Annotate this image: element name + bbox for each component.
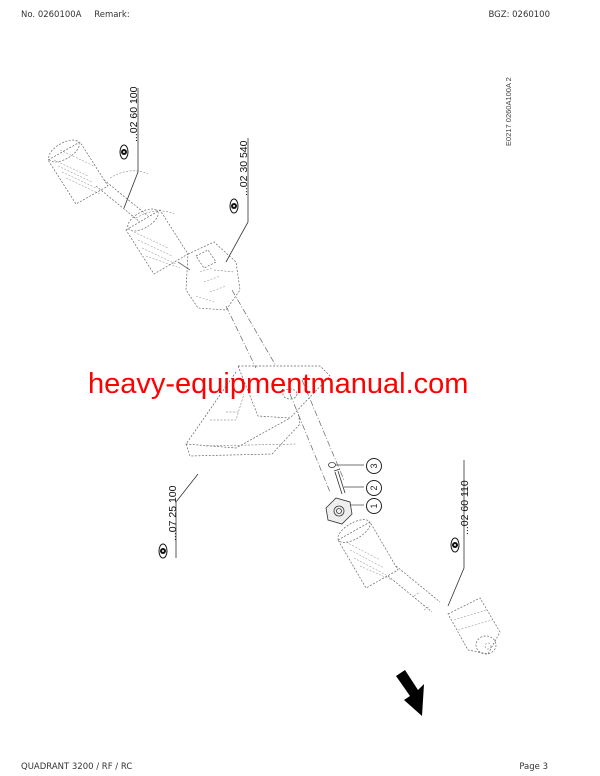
- page-number: Page 3: [519, 762, 548, 772]
- upper-shaft-cylinder: [125, 208, 189, 275]
- reference-label[interactable]: ...02 60 100: [128, 86, 140, 142]
- eye-icon: [119, 144, 129, 160]
- watermark: heavy-equipmentmanual.com: [88, 368, 469, 400]
- remark-label: Remark:: [94, 10, 130, 20]
- guard-plate: [185, 365, 331, 457]
- eye-icon: [450, 537, 460, 553]
- direction-arrow-icon: [396, 670, 424, 716]
- callout-1: 1: [366, 498, 382, 514]
- washer-part-3: [328, 462, 336, 468]
- header-left: No. 0260100A Remark:: [21, 10, 130, 20]
- callout-2: 2: [366, 480, 382, 496]
- reference-label[interactable]: ...02 30 540: [238, 140, 250, 196]
- eye-icon: [229, 198, 239, 214]
- lower-shaft-yoke: [447, 597, 501, 655]
- hardware-parts: [325, 462, 353, 525]
- document-number: No. 0260100A: [21, 10, 82, 20]
- callout-3: 3: [366, 458, 382, 474]
- bgz-number: BGZ: 0260100: [488, 10, 550, 20]
- reference-label[interactable]: ...07 25 100: [167, 485, 179, 541]
- model-name: QUADRANT 3200 / RF / RC: [21, 762, 133, 772]
- bolt-part-2: [334, 470, 346, 495]
- reference-label[interactable]: ...02 60 110: [459, 480, 471, 535]
- lower-shaft-cylinder: [337, 519, 399, 589]
- upper-shaft-yoke: [47, 139, 109, 205]
- nut-part-1: [325, 497, 353, 525]
- eye-icons: [119, 144, 460, 559]
- gearbox: [185, 241, 241, 311]
- eye-icon: [158, 543, 168, 559]
